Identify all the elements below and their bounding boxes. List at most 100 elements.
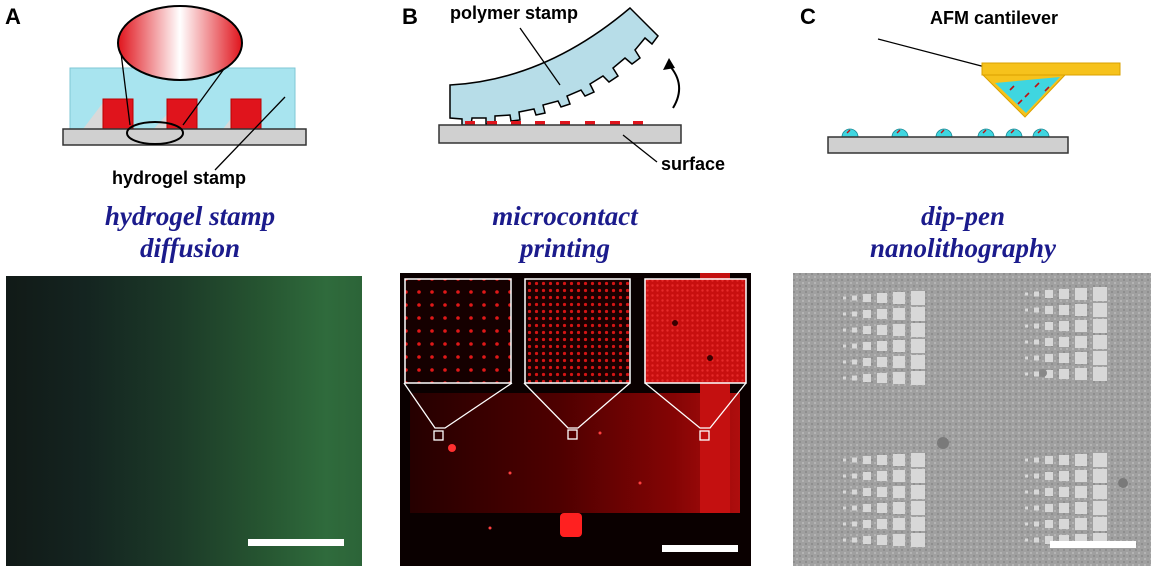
afm-feature xyxy=(1059,353,1069,363)
scale-bar-a xyxy=(248,539,344,546)
afm-feature xyxy=(1025,356,1028,360)
afm-feature xyxy=(1045,504,1053,512)
caption-c: dip-pen nanolithography xyxy=(838,200,1088,264)
afm-feature xyxy=(843,490,846,494)
afm-feature xyxy=(1034,355,1039,361)
afm-feature xyxy=(1045,322,1053,330)
afm-feature xyxy=(1034,291,1039,297)
afm-feature xyxy=(911,453,925,467)
caption-a-line2: diffusion xyxy=(139,233,241,263)
afm-feature xyxy=(1025,292,1028,296)
afm-feature xyxy=(863,504,871,512)
afm-feature xyxy=(1034,307,1039,313)
afm-feature xyxy=(1075,368,1087,380)
caption-b: microcontact printing xyxy=(440,200,690,264)
panel-letter-b: B xyxy=(402,4,418,29)
afm-feature xyxy=(1034,521,1039,527)
micrograph-b-red xyxy=(400,273,751,566)
afm-feature xyxy=(852,311,857,317)
afm-feature xyxy=(852,473,857,479)
afm-feature xyxy=(863,536,871,544)
afm-feature xyxy=(1075,518,1087,530)
afm-feature xyxy=(1059,337,1069,347)
afm-feature xyxy=(1045,536,1053,544)
afm-feature xyxy=(1075,486,1087,498)
afm-feature xyxy=(1059,321,1069,331)
afm-feature xyxy=(911,533,925,547)
afm-feature xyxy=(852,343,857,349)
surface-label: surface xyxy=(661,154,726,174)
afm-feature xyxy=(1093,287,1107,301)
afm-feature xyxy=(1075,304,1087,316)
afm-feature xyxy=(877,535,887,545)
afm-feature xyxy=(877,357,887,367)
afm-feature xyxy=(1075,320,1087,332)
afm-feature xyxy=(893,534,905,546)
afm-feature xyxy=(1034,339,1039,345)
afm-feature xyxy=(1045,456,1053,464)
afm-feature xyxy=(893,518,905,530)
afm-feature xyxy=(843,506,846,510)
afm-feature xyxy=(852,505,857,511)
afm-feature xyxy=(1025,372,1028,376)
micrograph-a-green xyxy=(6,276,362,566)
afm-feature xyxy=(843,522,846,526)
caption-a: hydrogel stamp diffusion xyxy=(60,200,320,264)
afm-feature xyxy=(1059,503,1069,513)
hydrogel-stamp-label: hydrogel stamp xyxy=(112,168,247,188)
afm-feature xyxy=(863,310,871,318)
microcontact-printing-diagram xyxy=(438,6,682,163)
afm-feature xyxy=(893,486,905,498)
afm-feature xyxy=(1075,352,1087,364)
afm-feature xyxy=(1034,537,1039,543)
afm-feature xyxy=(1059,535,1069,545)
afm-feature xyxy=(911,291,925,305)
afm-feature xyxy=(1059,471,1069,481)
afm-feature xyxy=(1045,354,1053,362)
afm-feature xyxy=(1034,457,1039,463)
afm-feature xyxy=(852,521,857,527)
afm-feature xyxy=(893,372,905,384)
afm-feature xyxy=(852,489,857,495)
afm-feature xyxy=(1059,455,1069,465)
afm-feature xyxy=(877,341,887,351)
afm-feature xyxy=(843,312,846,316)
afm-feature xyxy=(863,358,871,366)
afm-feature xyxy=(843,296,846,300)
afm-feature xyxy=(1045,306,1053,314)
afm-feature xyxy=(1093,303,1107,317)
afm-feature xyxy=(877,519,887,529)
afm-feature xyxy=(843,344,846,348)
afm-feature xyxy=(1025,506,1028,510)
afm-feature xyxy=(1025,458,1028,462)
afm-feature xyxy=(1025,324,1028,328)
afm-feature xyxy=(911,469,925,483)
afm-feature xyxy=(1045,488,1053,496)
scale-bar-c xyxy=(1050,541,1136,548)
afm-feature xyxy=(893,470,905,482)
afm-feature xyxy=(1093,351,1107,365)
afm-feature xyxy=(852,457,857,463)
afm-feature xyxy=(1059,305,1069,315)
caption-b-line2: printing xyxy=(519,233,611,263)
afm-feature xyxy=(911,355,925,369)
panel-letter-c: C xyxy=(800,4,816,29)
afm-feature xyxy=(877,373,887,383)
afm-feature xyxy=(863,488,871,496)
afm-feature xyxy=(1093,453,1107,467)
afm-feature xyxy=(843,458,846,462)
caption-b-line1: microcontact xyxy=(492,201,638,231)
afm-feature xyxy=(843,376,846,380)
afm-feature xyxy=(1034,473,1039,479)
afm-feature xyxy=(893,356,905,368)
afm-feature xyxy=(1075,288,1087,300)
afm-feature xyxy=(1093,335,1107,349)
panel-letter-a: A xyxy=(5,4,21,29)
polymer-stamp-label: polymer stamp xyxy=(450,3,579,23)
afm-feature xyxy=(843,360,846,364)
afm-cantilever-label: AFM cantilever xyxy=(930,8,1059,28)
afm-feature xyxy=(1045,370,1053,378)
afm-feature xyxy=(1093,319,1107,333)
afm-feature xyxy=(1075,454,1087,466)
afm-feature xyxy=(877,487,887,497)
